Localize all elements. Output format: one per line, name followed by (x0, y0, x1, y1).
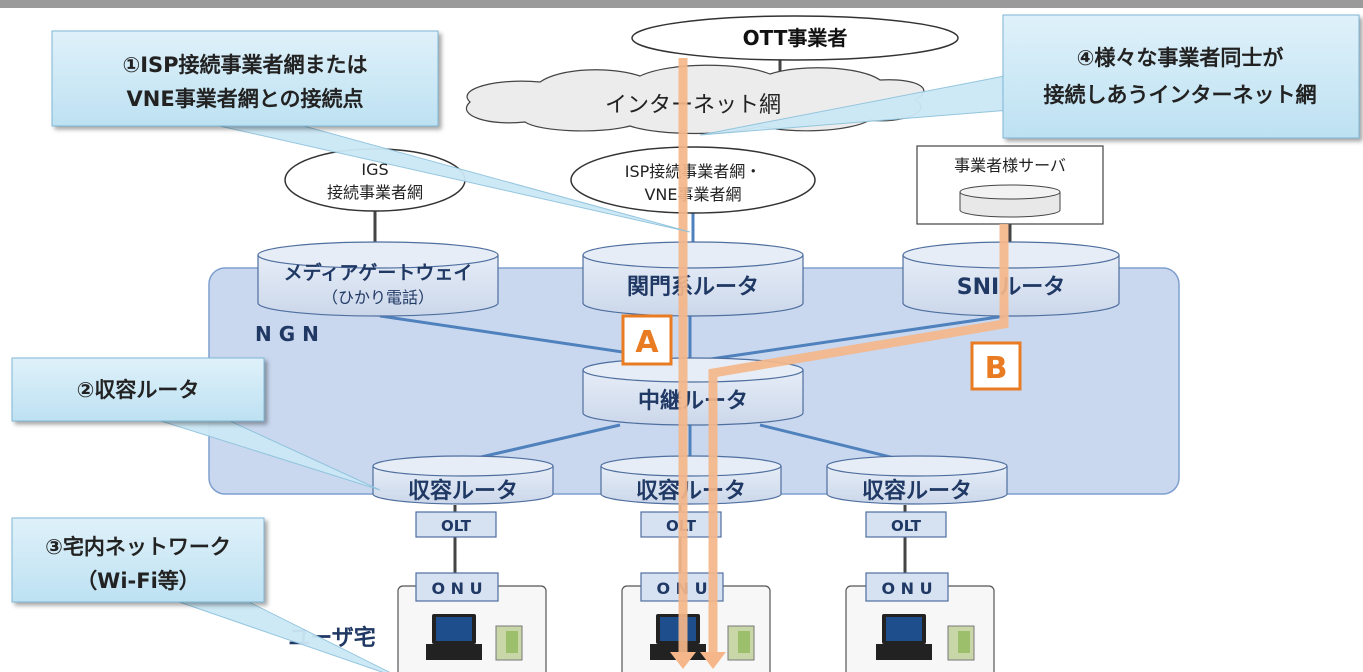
traffic-routes (678, 58, 1009, 655)
access-router-label: 収容ルータ (636, 478, 746, 504)
marker-b: B (970, 341, 1022, 391)
access-router-2: 収容ルータ (600, 455, 782, 505)
callout-3 (11, 517, 265, 603)
callout-3-line-1: ③宅内ネットワーク (45, 535, 231, 559)
media-gateway-label: メディアゲートウェイ (284, 261, 473, 284)
route-b-arrowhead (700, 652, 726, 669)
callout-1-line-1: ①ISP接続事業者網または (122, 53, 367, 77)
olt-box-1: OLT (415, 511, 497, 538)
route-a-arrowhead (670, 652, 696, 669)
callout-4 (1002, 14, 1360, 139)
access-router-label: 収容ルータ (408, 478, 518, 504)
callout-1 (51, 30, 439, 127)
marker-a-label: A (635, 325, 659, 360)
home-2: O N U (621, 572, 771, 672)
access-router-3: 収容ルータ (826, 455, 1008, 505)
gateway-router: 関門系ルータ (582, 241, 804, 317)
isp-label-2: VNE事業者網 (644, 185, 741, 204)
access-router-label: 収容ルータ (862, 478, 972, 504)
home-1: O N U (397, 572, 547, 672)
isp-cloud: ISP接続事業者網・ VNE事業者網 (570, 146, 816, 214)
callout-2-text: ②収容ルータ (77, 378, 200, 402)
media-gateway-sublabel: （ひかり電話） (322, 288, 434, 307)
olt-box-3: OLT (865, 511, 947, 538)
olt-label: OLT (891, 517, 922, 535)
access-router-1: 収容ルータ (372, 455, 554, 505)
olt-label: OLT (441, 517, 472, 535)
callout-3-line-2: （Wi-Fi等） (76, 569, 200, 593)
igs-label-2: 接続事業者網 (327, 183, 423, 202)
relay-router: 中継ルータ (582, 357, 804, 426)
media-gateway-router: メディアゲートウェイ （ひかり電話） (257, 241, 499, 317)
phone-icon (947, 625, 975, 661)
callout-4-line-2: 接続しあうインターネット網 (1044, 83, 1317, 107)
operator-server: 事業者様サーバ (916, 145, 1104, 225)
sni-router: SNIルータ (902, 241, 1120, 317)
onu-label: O N U (431, 579, 482, 598)
ott-label: OTT事業者 (743, 26, 848, 50)
home-3: O N U (845, 572, 995, 672)
phone-icon (495, 625, 523, 661)
marker-b-label: B (985, 351, 1008, 386)
server-disk-icon (959, 184, 1061, 200)
server-label: 事業者様サーバ (954, 156, 1066, 175)
onu-label: O N U (881, 579, 932, 598)
internet-label: インターネット網 (605, 93, 781, 118)
callout-pointers (109, 74, 1011, 672)
internet-cloud: インターネット網 (466, 64, 925, 135)
gateway-router-label: 関門系ルータ (627, 275, 759, 300)
callout-1-line-2: VNE事業者網との接続点 (127, 87, 364, 111)
sni-router-label: SNIルータ (957, 275, 1065, 300)
marker-a: A (621, 314, 673, 366)
laptop-icon (876, 614, 932, 660)
igs-label-1: IGS (361, 160, 388, 179)
route-b (708, 224, 1009, 655)
ott-cloud: OTT事業者 (631, 15, 959, 61)
laptop-icon (426, 614, 482, 660)
phone-icon (727, 625, 755, 661)
relay-router-label: 中継ルータ (638, 388, 748, 414)
callout-4-line-1: ④様々な事業者同士が (1077, 46, 1284, 70)
ngn-label: N G N (255, 322, 319, 346)
callout-2 (11, 357, 265, 422)
top-bar (0, 0, 1363, 8)
isp-label-1: ISP接続事業者網・ (625, 162, 762, 181)
